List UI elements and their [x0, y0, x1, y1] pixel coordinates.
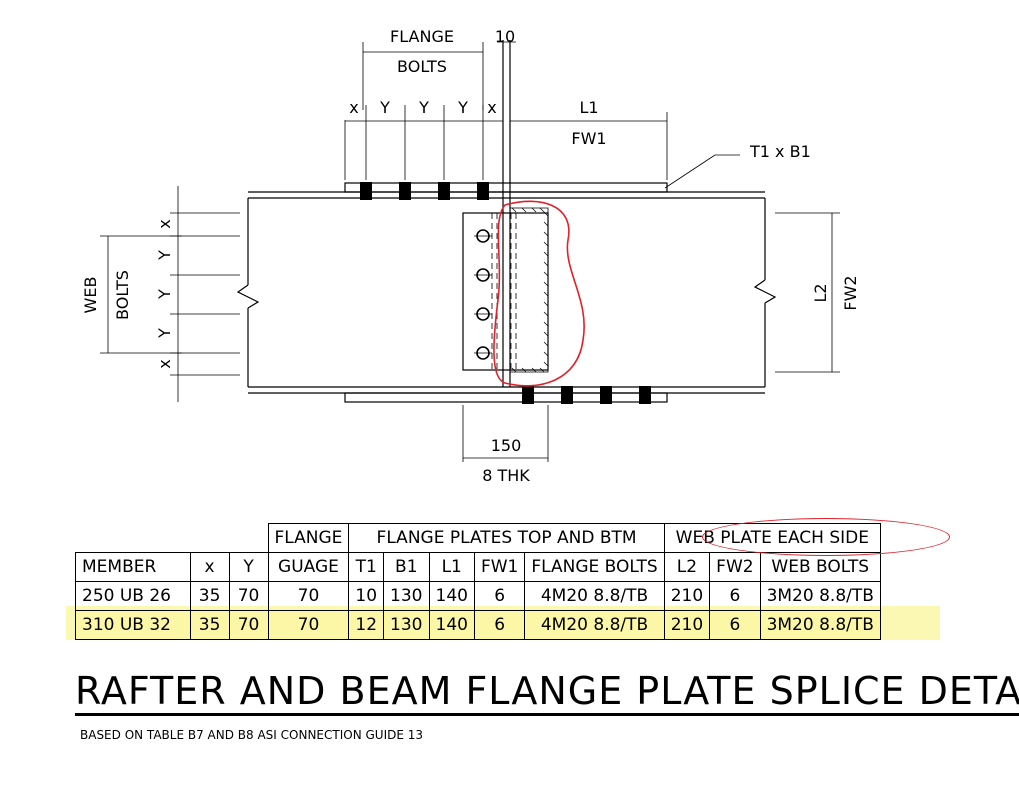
fw2-label: FW2 — [841, 275, 860, 310]
col-header-l1: L1 — [428, 552, 475, 582]
cell-l1: 140 — [428, 610, 475, 640]
web-plate-width-dimension — [462, 405, 549, 462]
l1-label: L1 — [579, 98, 598, 117]
top-flange-plate — [344, 182, 668, 193]
cell-fw1: 6 — [473, 610, 526, 640]
col-header-web-bolts: WEB BOLTS — [759, 552, 881, 582]
cell-l2: 210 — [663, 581, 711, 611]
top-flange-bolts — [360, 182, 489, 200]
web-plate-width-label: 150 — [491, 436, 522, 455]
table-row-highlighted: 310 UB 32 35 70 70 12 130 140 6 4M20 8.8… — [75, 610, 881, 640]
flange-bolts-label-line2: BOLTS — [397, 57, 447, 76]
beam-bottom-flange — [248, 386, 765, 394]
table-row: 250 UB 26 35 70 70 10 130 140 6 4M20 8.8… — [75, 581, 881, 611]
l2-dimension — [775, 212, 840, 373]
reference-note: BASED ON TABLE B7 AND B8 ASI CONNECTION … — [80, 728, 424, 742]
flange-plates-header: FLANGE PLATES TOP AND BTM — [348, 523, 665, 553]
top-x-left-label: x — [349, 98, 358, 117]
left-x-top-label: x — [155, 219, 174, 228]
cell-guage: 70 — [267, 581, 350, 611]
cell-b1: 130 — [383, 610, 430, 640]
cell-member: 250 UB 26 — [75, 581, 191, 611]
cell-y: 70 — [228, 610, 269, 640]
cell-fw2: 6 — [709, 610, 761, 640]
flange-guage-header: FLANGE — [267, 523, 350, 553]
cell-member: 310 UB 32 — [75, 610, 191, 640]
cell-b1: 130 — [383, 581, 430, 611]
cell-flange-bolts: 4M20 8.8/TB — [524, 581, 665, 611]
left-break-line — [236, 198, 260, 387]
col-header-guage: GUAGE — [267, 552, 350, 582]
plate-callout-label: T1 x B1 — [749, 142, 811, 161]
left-x-bottom-label: x — [155, 359, 174, 368]
flange-bolts-label-line1: FLANGE — [390, 27, 454, 46]
web-bolts-label-line1: WEB — [81, 277, 100, 314]
col-header-flange-bolts: FLANGE BOLTS — [524, 552, 665, 582]
web-bolt-holes — [474, 229, 492, 360]
cell-web-bolts: 3M20 8.8/TB — [759, 581, 881, 611]
cell-x: 35 — [189, 610, 230, 640]
fw1-label: FW1 — [571, 129, 606, 148]
top-y-label-3: Y — [457, 98, 468, 117]
cell-fw1: 6 — [473, 581, 526, 611]
cell-x: 35 — [189, 581, 230, 611]
left-y-label-1: Y — [155, 250, 174, 261]
cell-flange-bolts: 4M20 8.8/TB — [524, 610, 665, 640]
cell-t1: 10 — [348, 581, 385, 611]
col-header-fw2: FW2 — [709, 552, 761, 582]
flange-bolts-dimension — [344, 41, 668, 180]
top-y-label-2: Y — [418, 98, 429, 117]
col-header-t1: T1 — [348, 552, 385, 582]
cell-t1: 12 — [348, 610, 385, 640]
col-header-y: Y — [228, 552, 269, 582]
cell-fw2: 6 — [709, 581, 761, 611]
red-markup-web-plate-header — [702, 518, 950, 556]
gap-dimension-label: 10 — [495, 27, 515, 46]
web-bolts-dimension — [100, 186, 240, 402]
cell-l2: 210 — [663, 610, 711, 640]
bottom-flange-plate — [344, 392, 668, 403]
col-header-member: MEMBER — [75, 552, 191, 582]
cell-guage: 70 — [267, 610, 350, 640]
splice-detail-drawing: FLANGE BOLTS 10 x Y Y Y x L1 FW1 T1 x B1… — [81, 27, 860, 485]
left-y-label-3: Y — [155, 328, 174, 339]
column-header-row: MEMBER x Y GUAGE T1 B1 L1 FW1 FLANGE BOL… — [75, 552, 881, 582]
col-header-x: x — [189, 552, 230, 582]
red-markup-web-plate — [493, 200, 585, 387]
web-plate — [462, 207, 549, 373]
bottom-flange-bolts — [522, 386, 651, 404]
top-x-right-label: x — [487, 98, 496, 117]
web-plate-thk-label: 8 THK — [482, 466, 530, 485]
page-title: RAFTER AND BEAM FLANGE PLATE SPLICE DETA… — [75, 669, 1019, 716]
right-break-line — [753, 198, 777, 387]
cell-y: 70 — [228, 581, 269, 611]
beam-top-flange — [248, 191, 765, 199]
web-bolts-label-line2: BOLTS — [113, 270, 132, 320]
plate-callout-leader — [664, 154, 740, 189]
col-header-l2: L2 — [663, 552, 711, 582]
left-y-label-2: Y — [155, 289, 174, 300]
col-header-b1: B1 — [383, 552, 430, 582]
l2-label: L2 — [811, 283, 830, 302]
cell-web-bolts: 3M20 8.8/TB — [759, 610, 881, 640]
cell-l1: 140 — [428, 581, 475, 611]
top-y-label-1: Y — [379, 98, 390, 117]
col-header-fw1: FW1 — [473, 552, 526, 582]
